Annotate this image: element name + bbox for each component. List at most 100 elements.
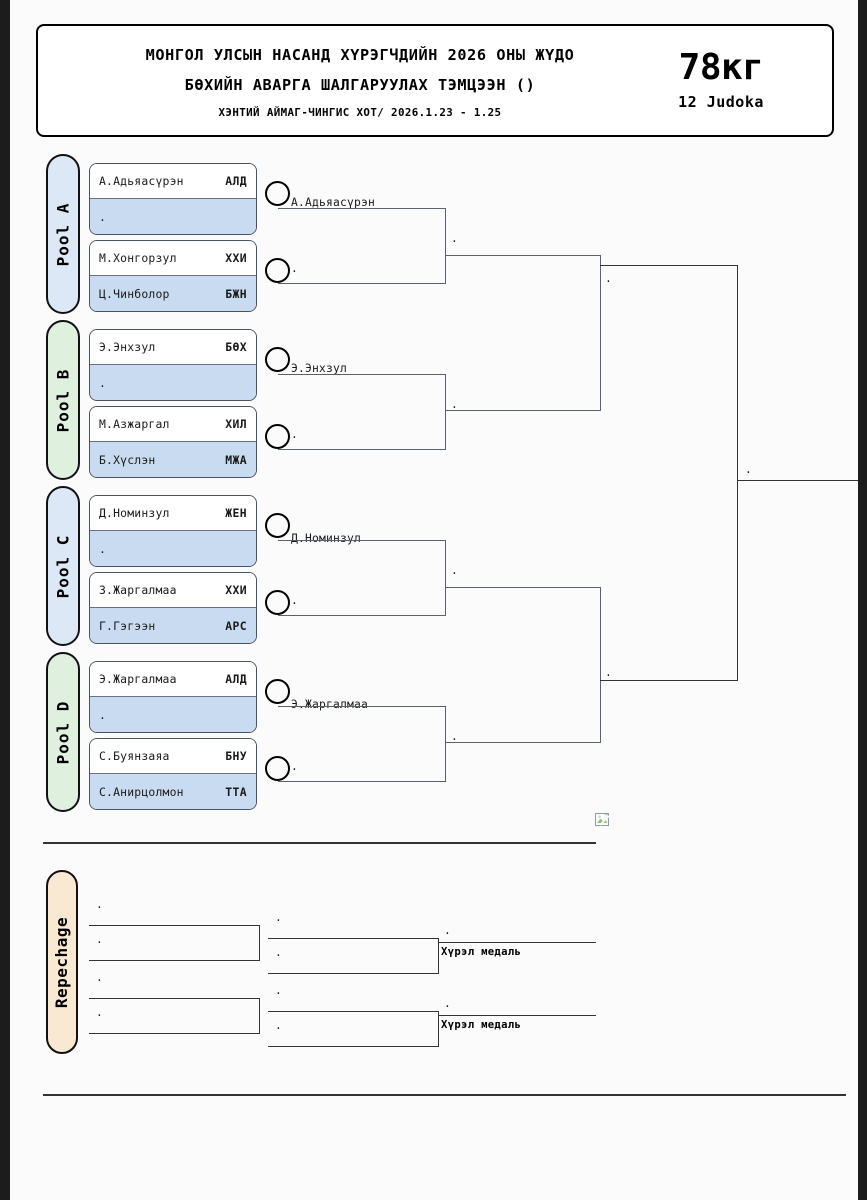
bracket-line-c-bottom	[278, 615, 445, 616]
quarter-cd-top-label: .	[451, 564, 458, 577]
rep-g1-connector	[259, 925, 260, 961]
match-node-d-top[interactable]	[265, 679, 290, 704]
athlete-row[interactable]: З.Жаргалмаа ХХИ	[90, 573, 256, 608]
pool-c-runner-label: .	[291, 594, 298, 607]
pool-a-winner-label: А.Адьяасүрэн	[291, 196, 376, 209]
pool-tab-c: Pool C	[46, 486, 80, 646]
athlete-box-b2[interactable]: М.Азжаргал ХИЛ Б.Хүслэн МЖА	[89, 406, 257, 478]
match-node-b-bottom[interactable]	[265, 424, 290, 449]
pool-tab-a: Pool A	[46, 154, 80, 314]
athlete-box-a1[interactable]: А.Адьяасүрэн АЛД .	[89, 163, 257, 235]
bracket-line-c-top	[278, 540, 445, 541]
athlete-name: .	[99, 375, 107, 390]
athlete-row[interactable]: Э.Жаргалмаа АЛД	[90, 662, 256, 697]
rep-g1-line-top	[89, 925, 259, 926]
pool-label-d: Pool D	[53, 700, 73, 764]
section-divider-top	[43, 842, 596, 844]
repechage-tab: Repechage	[46, 870, 78, 1054]
bracket-line-d-top	[278, 706, 445, 707]
athlete-row[interactable]: М.Хонгорзул ХХИ	[90, 241, 256, 276]
athlete-row[interactable]: Г.Гэгээн АРС	[90, 608, 256, 643]
final-line-top	[600, 265, 738, 266]
athlete-row[interactable]: Б.Хүслэн МЖА	[90, 442, 256, 477]
rep-g1-mid-bottom: .	[275, 946, 282, 959]
athlete-box-a2[interactable]: М.Хонгорзул ХХИ Ц.Чинболор БЖН	[89, 240, 257, 312]
athlete-row[interactable]: С.Анирцолмон ТТА	[90, 774, 256, 809]
rep-g2-result-slot: .	[444, 997, 451, 1010]
athlete-row[interactable]: А.Адьяасүрэн АЛД	[90, 164, 256, 199]
rep-g2-mid-top: .	[275, 984, 282, 997]
athlete-box-d2[interactable]: С.Буянзаяа БНУ С.Анирцолмон ТТА	[89, 738, 257, 810]
semifinal-cd-label: .	[605, 666, 612, 679]
athlete-club: ХХИ	[225, 251, 247, 265]
rep-g2-line-top	[89, 998, 259, 999]
athlete-row[interactable]: .	[90, 199, 256, 234]
athlete-club: АРС	[225, 618, 247, 633]
pool-b-runner-label: .	[291, 428, 298, 441]
tournament-sheet: МОНГОЛ УЛСЫН НАСАНД ХҮРЭГЧДИЙН 2026 ОНЫ …	[10, 0, 858, 1200]
tournament-title-line1: МОНГОЛ УЛСЫН НАСАНД ХҮРЭГЧДИЙН 2026 ОНЫ …	[145, 46, 575, 64]
athlete-name: Б.Хүслэн	[99, 452, 156, 467]
athlete-name: М.Азжаргал	[99, 417, 170, 431]
semifinal-line-bottom	[445, 410, 600, 411]
match-node-b-top[interactable]	[265, 347, 290, 372]
athlete-name: Д.Номинзул	[99, 506, 170, 520]
athlete-box-b1[interactable]: Э.Энхзул БӨХ .	[89, 329, 257, 401]
pool-a-runner-label: .	[291, 262, 298, 275]
match-node-d-bottom[interactable]	[265, 756, 290, 781]
athlete-name: А.Адьяасүрэн	[99, 174, 184, 188]
rep-g2-mid-line-bottom	[268, 1046, 438, 1047]
pool-label-b: Pool B	[53, 368, 73, 432]
athlete-row[interactable]: .	[90, 531, 256, 566]
pool-tab-b: Pool B	[46, 320, 80, 480]
match-node-a-top[interactable]	[265, 181, 290, 206]
quarter-cd-bottom-label: .	[451, 730, 458, 743]
rep-g2-entry-top: .	[96, 971, 103, 984]
rep-g1-line-bottom	[89, 960, 259, 961]
athlete-name: Э.Энхзул	[99, 340, 156, 354]
athlete-row[interactable]: Д.Номинзул ЖЕН	[90, 496, 256, 531]
athlete-name: .	[99, 209, 107, 224]
athlete-club: БЖН	[225, 286, 247, 301]
match-node-c-bottom[interactable]	[265, 590, 290, 615]
bracket-connector-d	[445, 706, 446, 782]
match-node-c-top[interactable]	[265, 513, 290, 538]
broken-image-icon	[595, 812, 612, 829]
bracket-connector-a	[445, 208, 446, 284]
quarter-ab-top-label: .	[451, 232, 458, 245]
quarter-ab-bottom-label: .	[451, 398, 458, 411]
athlete-row[interactable]: Э.Энхзул БӨХ	[90, 330, 256, 365]
rep-g1-mid-connector	[438, 938, 439, 974]
rep-g2-line-bottom	[89, 1033, 259, 1034]
athlete-box-c2[interactable]: З.Жаргалмаа ХХИ Г.Гэгээн АРС	[89, 572, 257, 644]
repechage-label: Repechage	[52, 916, 72, 1008]
header-weight-block: 78кг 12 Judoka	[636, 46, 806, 114]
tournament-subtitle: ХЭНТИЙ АЙМАГ-ЧИНГИС ХОТ/ 2026.1.23 - 1.2…	[218, 106, 502, 119]
athlete-box-c1[interactable]: Д.Номинзул ЖЕН .	[89, 495, 257, 567]
rep-g2-mid-bottom: .	[275, 1019, 282, 1032]
athlete-name: М.Хонгорзул	[99, 251, 177, 265]
athlete-club: ХИЛ	[225, 417, 247, 431]
header-titles: МОНГОЛ УЛСЫН НАСАНД ХҮРЭГЧДИЙН 2026 ОНЫ …	[60, 40, 660, 126]
pool-label-a: Pool A	[53, 202, 73, 266]
athlete-club: БНУ	[225, 749, 247, 763]
athlete-club: ТТА	[225, 784, 247, 799]
semifinal-line-top	[445, 255, 600, 256]
athlete-name: .	[99, 541, 107, 556]
athlete-row[interactable]: М.Азжаргал ХИЛ	[90, 407, 256, 442]
rep-g1-entry-top: .	[96, 898, 103, 911]
athlete-club: АЛД	[225, 174, 247, 188]
section-divider-bottom	[43, 1094, 846, 1096]
athlete-name: З.Жаргалмаа	[99, 583, 177, 597]
athlete-row[interactable]: .	[90, 365, 256, 400]
bracket-line-b-top	[278, 374, 445, 375]
weight-class-label: 78кг	[678, 47, 764, 88]
athlete-row[interactable]: С.Буянзаяа БНУ	[90, 739, 256, 774]
athlete-row[interactable]: Ц.Чинболор БЖН	[90, 276, 256, 311]
pool-tab-d: Pool D	[46, 652, 80, 812]
pool-d-winner-label: Э.Жаргалмаа	[291, 698, 369, 711]
match-node-a-bottom[interactable]	[265, 258, 290, 283]
athlete-box-d1[interactable]: Э.Жаргалмаа АЛД .	[89, 661, 257, 733]
rep-g2-entry-bottom: .	[96, 1006, 103, 1019]
athlete-row[interactable]: .	[90, 697, 256, 732]
